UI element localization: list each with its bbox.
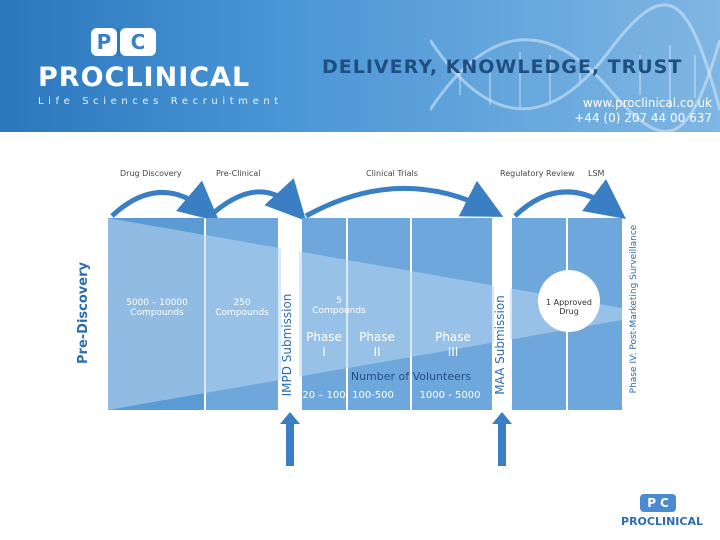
logo-divider <box>117 28 120 56</box>
volunteers-phase-3: 1000 - 5000 <box>419 390 481 401</box>
clinical-duration: 6 – 7 years <box>364 410 430 424</box>
arrow-regulatory <box>513 179 627 219</box>
discovery-compounds: 5000 – 10000 Compounds <box>110 298 204 318</box>
header-banner <box>0 0 720 132</box>
slogan: DELIVERY, KNOWLEDGE, TRUST <box>322 56 683 78</box>
stage-pre-clinical: Pre-Clinical <box>216 169 261 178</box>
discovery-compounds-unit: Compounds <box>130 308 184 318</box>
approved-drug-badge <box>538 270 600 332</box>
footer-logo-name: PROCLINICAL <box>621 515 703 528</box>
logo-tagline: Life Sciences Recruitment <box>38 96 283 107</box>
discovery-duration: 3 – 6 years <box>160 410 226 424</box>
pre-discovery-bar <box>72 218 100 408</box>
pre-discovery-label: Pre-Discovery <box>76 262 91 364</box>
impd-up-arrow <box>280 412 300 466</box>
volunteers-phase-2: 100-500 <box>352 390 394 401</box>
approved-drug-text: 1 Approved Drug <box>538 298 600 316</box>
regulatory-duration: 0.5 – 2 years <box>528 410 606 424</box>
stage-regulatory-review: Regulatory Review <box>500 169 575 178</box>
arrow-discovery <box>110 180 220 220</box>
discovery-compounds-count: 5000 – 10000 <box>126 298 188 308</box>
approved-drug-unit: Drug <box>559 307 579 316</box>
stage-arrows <box>110 178 627 220</box>
impd-bar <box>281 218 299 410</box>
footer-logo-c: C <box>659 496 669 510</box>
funnel-overlay <box>108 218 622 410</box>
logo-letter-p: P <box>91 28 117 56</box>
logo-letter-c: C <box>120 28 156 56</box>
approved-drug-count: 1 Approved <box>545 298 592 307</box>
clinical-compounds: 5 Compounds <box>304 296 374 316</box>
stage-clinical-trials: Clinical Trials <box>366 169 418 178</box>
contact-info: www.proclinical.co.uk +44 (0) 207 44 00 … <box>540 96 712 126</box>
phone-number: +44 (0) 207 44 00 637 <box>574 111 712 125</box>
preclinical-compounds-unit: Compounds <box>215 308 269 318</box>
arrow-clinical <box>304 180 504 219</box>
footer-logo-p: P <box>647 496 656 510</box>
preclinical-compounds-count: 250 <box>233 298 251 308</box>
dna-helix-decoration <box>430 3 720 132</box>
clinical-compounds-count: 5 <box>336 296 342 306</box>
stage-drug-discovery: Drug Discovery <box>120 169 182 178</box>
logo-name: PROCLINICAL <box>38 62 251 93</box>
stage-lsm: LSM <box>588 169 605 178</box>
volunteers-title: Number of Volunteers <box>350 370 472 383</box>
clinical-compounds-unit: Compounds <box>312 306 366 316</box>
maa-up-arrow <box>492 412 512 466</box>
phase-iv-label: Phase IV: Post-Marketing Surveillance <box>629 224 639 394</box>
volunteers-phase-1: 20 – 100 <box>302 390 346 401</box>
website-link[interactable]: www.proclinical.co.uk <box>582 96 712 110</box>
maa-bar <box>494 218 510 410</box>
arrow-preclinical <box>208 178 307 220</box>
preclinical-compounds: 250 Compounds <box>206 298 278 318</box>
